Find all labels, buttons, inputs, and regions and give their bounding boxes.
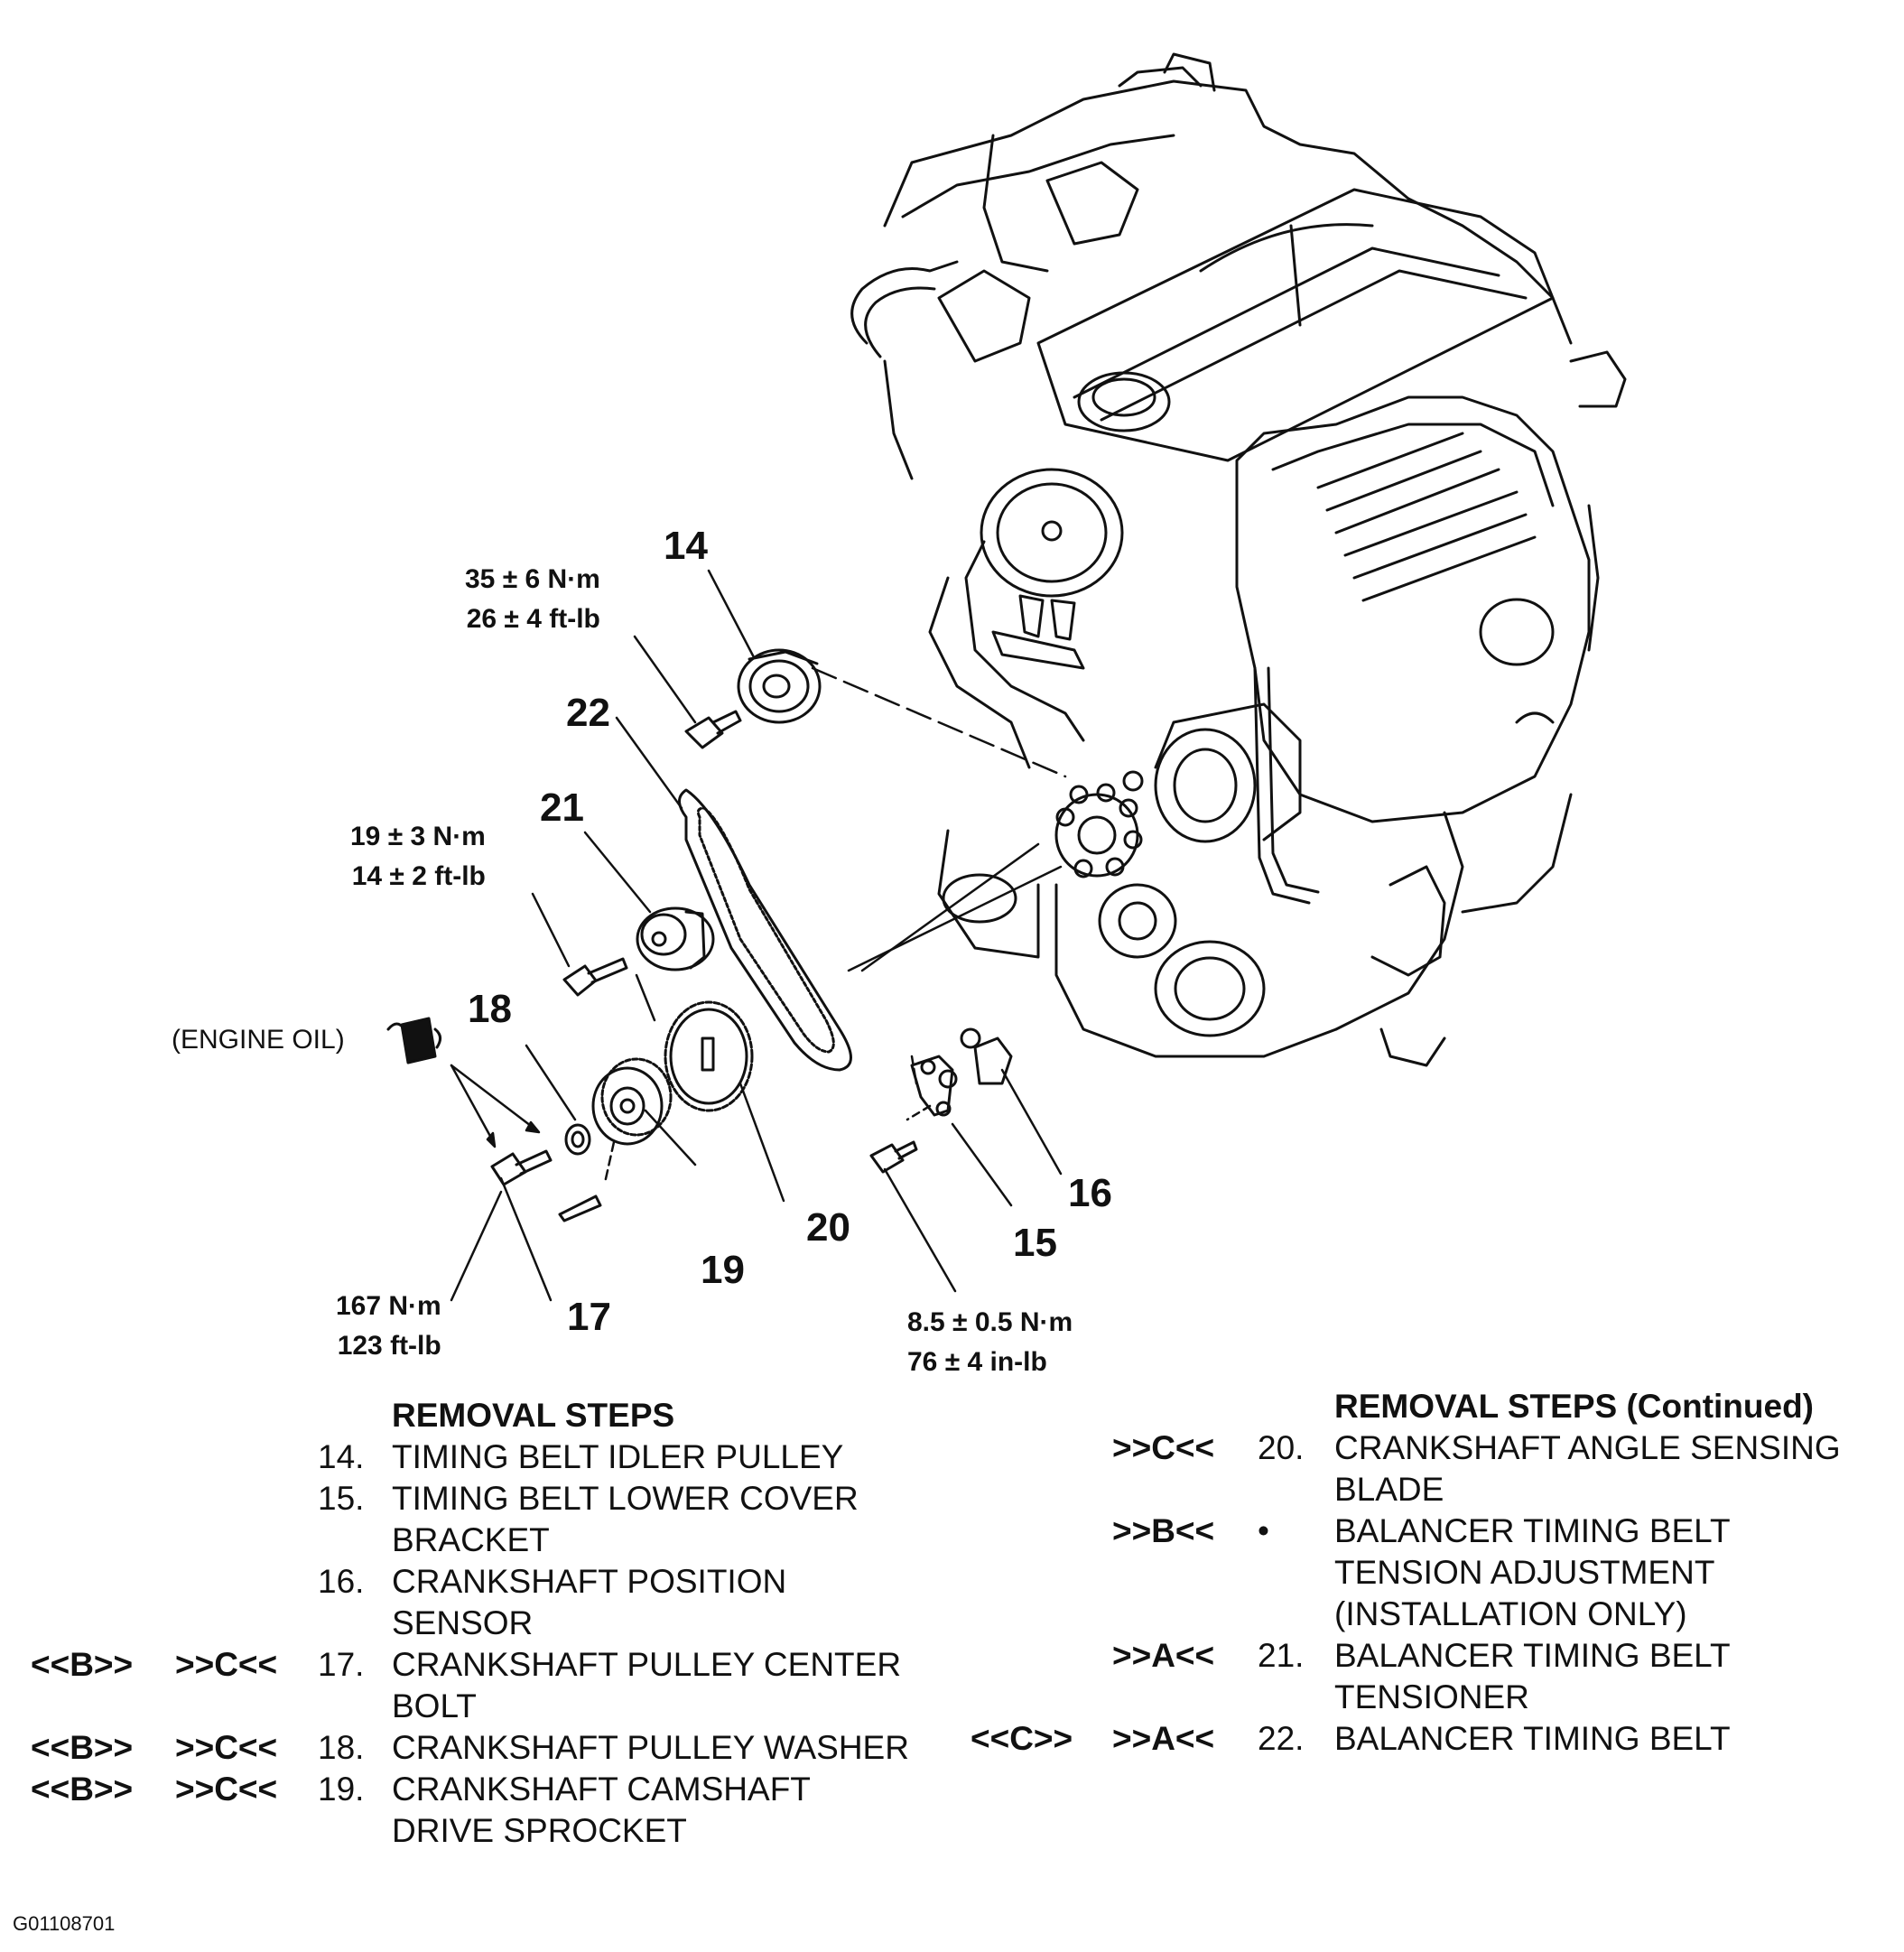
torque-nm: 167 N·m bbox=[336, 1291, 441, 1321]
step-row: BRACKET bbox=[0, 1520, 948, 1561]
leader-lines bbox=[450, 569, 1067, 1302]
torque-idler-bolt: 35 ± 6 N·m 26 ± 4 ft-lb bbox=[465, 560, 600, 638]
torque-center-bolt: 167 N·m 123 ft-lb bbox=[336, 1287, 441, 1365]
engine-assembly bbox=[850, 52, 1627, 1067]
step-row: 15. TIMING BELT LOWER COVER bbox=[0, 1478, 948, 1520]
step-text: TENSION ADJUSTMENT bbox=[1334, 1554, 1715, 1591]
step-row: DRIVE SPROCKET bbox=[0, 1810, 948, 1852]
crankshaft-pulley-center-bolt bbox=[490, 1149, 553, 1186]
step-text: CRANKSHAFT CAMSHAFT bbox=[392, 1771, 811, 1808]
crankshaft-camshaft-drive-sprocket bbox=[558, 1057, 673, 1222]
callout-14: 14 bbox=[664, 524, 708, 568]
torque-ftlb: 26 ± 4 ft-lb bbox=[466, 603, 600, 634]
step-marker-primary: <<B>> bbox=[31, 1771, 134, 1808]
step-number: 18. bbox=[318, 1729, 365, 1766]
step-number: 15. bbox=[318, 1480, 365, 1517]
engine-oil-can-icon bbox=[386, 1017, 441, 1064]
callout-19: 19 bbox=[701, 1248, 745, 1292]
torque-tensioner-bolt: 19 ± 3 N·m 14 ± 2 ft-lb bbox=[350, 817, 486, 896]
removal-steps-continued-title: REMOVAL STEPS (Continued) bbox=[1334, 1388, 1815, 1425]
step-row: 16. CRANKSHAFT POSITION bbox=[0, 1561, 948, 1603]
engine-exploded-diagram bbox=[386, 52, 1627, 1302]
step-text: CRANKSHAFT ANGLE SENSING bbox=[1334, 1429, 1841, 1466]
step-text: TIMING BELT LOWER COVER bbox=[392, 1480, 859, 1517]
step-number: 21. bbox=[1258, 1637, 1305, 1674]
step-number: 20. bbox=[1258, 1429, 1305, 1466]
step-text: TIMING BELT IDLER PULLEY bbox=[392, 1438, 844, 1475]
callout-20: 20 bbox=[806, 1205, 850, 1250]
step-marker-secondary: >>C<< bbox=[175, 1771, 278, 1808]
step-marker-secondary: >>B<< bbox=[1112, 1512, 1215, 1549]
callout-16: 16 bbox=[1068, 1171, 1112, 1215]
balancer-timing-belt bbox=[678, 788, 852, 1072]
torque-inlb: 76 ± 4 in-lb bbox=[907, 1346, 1047, 1377]
step-text: (INSTALLATION ONLY) bbox=[1334, 1595, 1687, 1632]
step-marker-primary: <<B>> bbox=[31, 1646, 134, 1683]
belt-tensioner bbox=[636, 906, 715, 971]
torque-nm: 19 ± 3 N·m bbox=[350, 822, 486, 851]
callout-22: 22 bbox=[566, 691, 610, 735]
step-text: BALANCER TIMING BELT bbox=[1334, 1512, 1731, 1549]
removal-steps-title: REMOVAL STEPS bbox=[392, 1397, 675, 1434]
step-marker-secondary: >>A<< bbox=[1112, 1637, 1215, 1674]
step-row: >>A<< 21. BALANCER TIMING BELT bbox=[0, 1635, 1904, 1677]
step-marker-primary: <<B>> bbox=[31, 1729, 134, 1766]
step-text: CRANKSHAFT PULLEY CENTER bbox=[392, 1646, 902, 1683]
step-number: 17. bbox=[318, 1646, 365, 1683]
step-marker-secondary: >>C<< bbox=[175, 1646, 278, 1683]
step-text: BOLT bbox=[392, 1687, 477, 1724]
step-text: BRACKET bbox=[392, 1521, 550, 1558]
step-number: 14. bbox=[318, 1438, 365, 1475]
torque-sensor-bolt: 8.5 ± 0.5 N·m 76 ± 4 in-lb bbox=[907, 1303, 1073, 1381]
step-text: DRIVE SPROCKET bbox=[392, 1812, 687, 1849]
step-row: <<B>> >>C<< 18. CRANKSHAFT PULLEY WASHER bbox=[0, 1727, 948, 1769]
sensor-bolt bbox=[869, 1140, 918, 1174]
step-row: 14. TIMING BELT IDLER PULLEY bbox=[0, 1436, 948, 1478]
step-row: >>B<< • BALANCER TIMING BELT bbox=[0, 1510, 1904, 1552]
step-text: TENSIONER bbox=[1334, 1678, 1529, 1715]
figure-id: G01108701 bbox=[13, 1912, 116, 1935]
crankshaft-angle-sensing-blade bbox=[664, 1000, 754, 1112]
torque-ftlb: 14 ± 2 ft-lb bbox=[351, 860, 486, 891]
step-text: SENSOR bbox=[392, 1604, 534, 1641]
step-row: (INSTALLATION ONLY) bbox=[0, 1594, 1904, 1635]
callout-21: 21 bbox=[540, 785, 584, 830]
torque-nm: 8.5 ± 0.5 N·m bbox=[907, 1307, 1073, 1337]
step-row: >>C<< 20. CRANKSHAFT ANGLE SENSING bbox=[0, 1427, 1904, 1469]
step-row: <<B>> >>C<< 19. CRANKSHAFT CAMSHAFT bbox=[0, 1769, 948, 1810]
step-number: 19. bbox=[318, 1771, 365, 1808]
step-row: BLADE bbox=[0, 1469, 1904, 1510]
callout-18: 18 bbox=[468, 987, 512, 1031]
step-number: • bbox=[1258, 1512, 1269, 1549]
idler-pulley bbox=[737, 648, 822, 724]
torque-nm: 35 ± 6 N·m bbox=[465, 564, 600, 594]
crankshaft-pulley-washer bbox=[564, 1123, 591, 1156]
crankshaft-position-sensor bbox=[938, 1027, 1013, 1089]
step-text: BALANCER TIMING BELT bbox=[1334, 1637, 1731, 1674]
step-marker-secondary: >>A<< bbox=[1112, 1720, 1215, 1757]
idler-bolt bbox=[684, 710, 742, 749]
step-row: TENSION ADJUSTMENT bbox=[0, 1552, 1904, 1594]
step-marker-secondary: >>C<< bbox=[175, 1729, 278, 1766]
callout-15: 15 bbox=[1013, 1221, 1057, 1265]
step-row: <<C>> >>A<< 22. BALANCER TIMING BELT bbox=[0, 1718, 1904, 1760]
step-text: CRANKSHAFT PULLEY WASHER bbox=[392, 1729, 909, 1766]
step-text: BLADE bbox=[1334, 1471, 1444, 1508]
step-row: SENSOR bbox=[0, 1603, 948, 1644]
tensioner-bolt bbox=[562, 957, 628, 997]
step-number: 22. bbox=[1258, 1720, 1305, 1757]
step-row: BOLT bbox=[0, 1686, 948, 1727]
step-row: <<B>> >>C<< 17. CRANKSHAFT PULLEY CENTER bbox=[0, 1644, 948, 1686]
step-row: TENSIONER bbox=[0, 1677, 1904, 1718]
torque-ftlb: 123 ft-lb bbox=[337, 1330, 441, 1361]
step-number: 16. bbox=[318, 1563, 365, 1600]
step-text: CRANKSHAFT POSITION bbox=[392, 1563, 787, 1600]
step-text: BALANCER TIMING BELT bbox=[1334, 1720, 1731, 1757]
lower-cover-bracket bbox=[910, 1055, 954, 1117]
callout-17: 17 bbox=[567, 1295, 611, 1339]
step-marker-primary: <<C>> bbox=[971, 1720, 1073, 1757]
step-marker-secondary: >>C<< bbox=[1112, 1429, 1215, 1466]
engine-oil-label: (ENGINE OIL) bbox=[172, 1025, 345, 1055]
